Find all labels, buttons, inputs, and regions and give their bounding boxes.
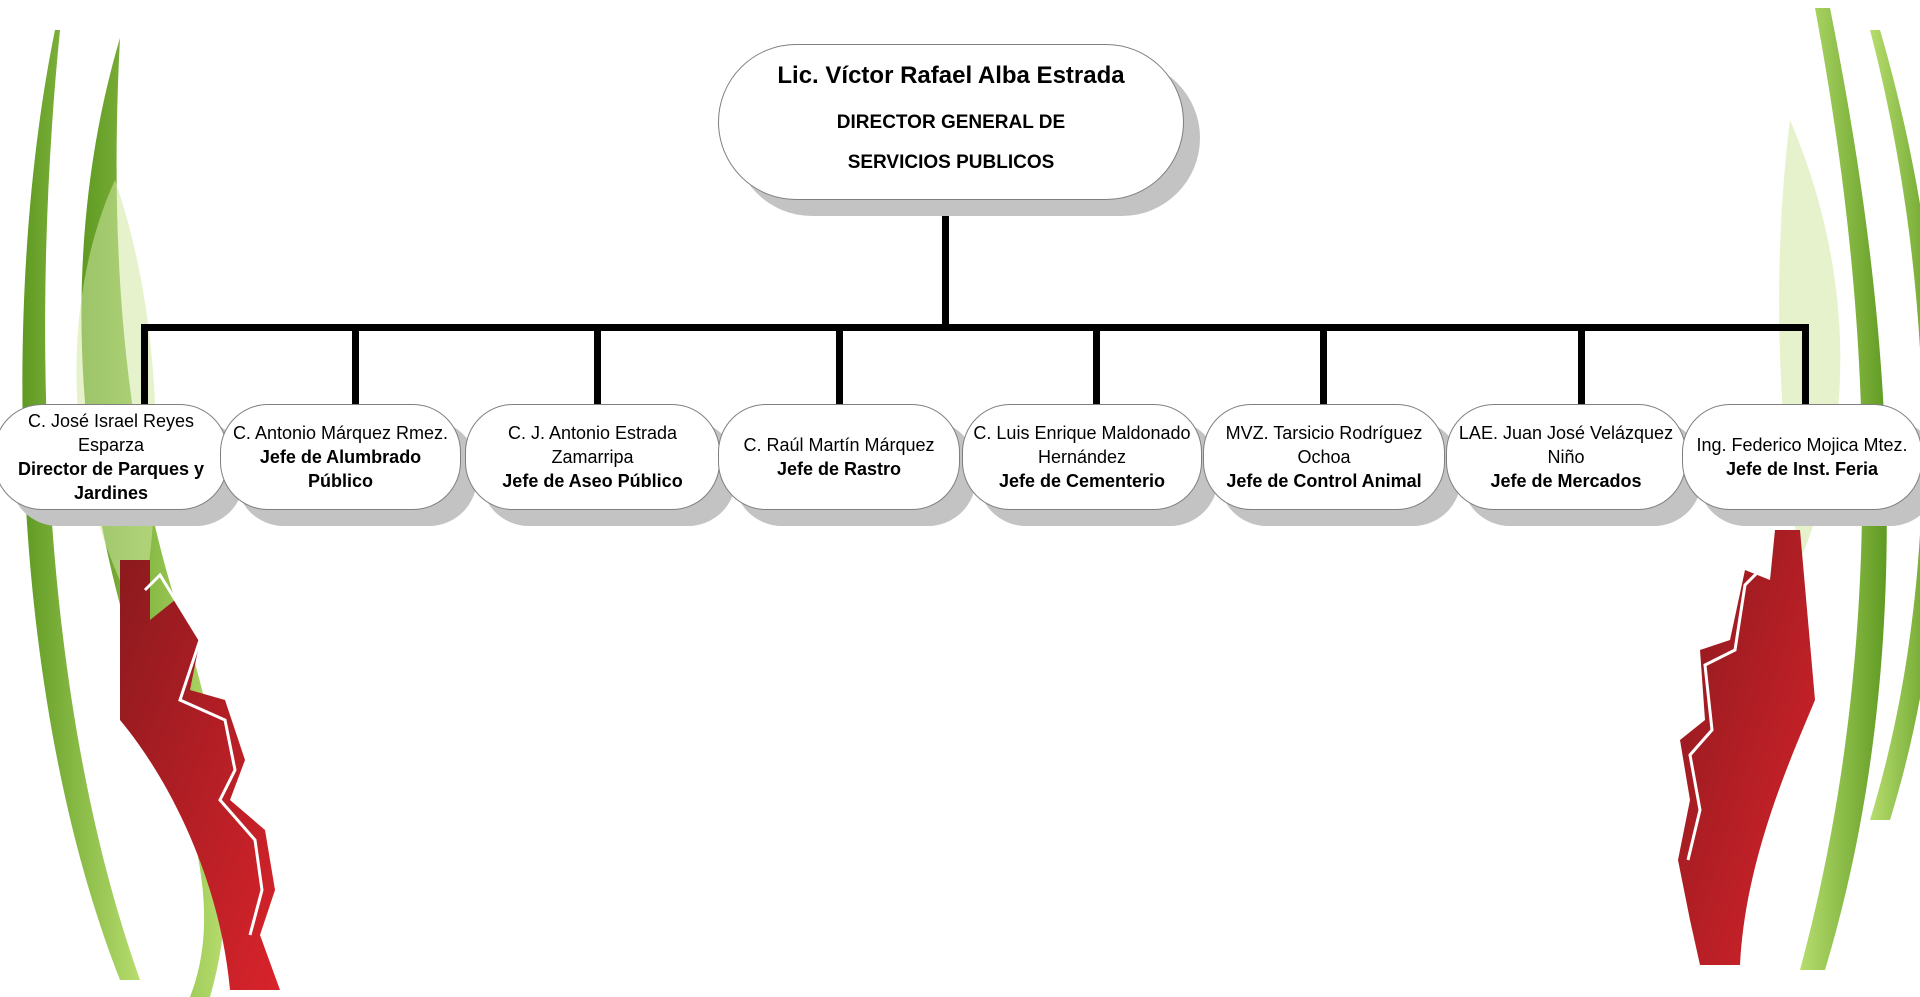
- director-role-line2: SERVICIOS PUBLICOS: [847, 152, 1055, 173]
- director-role-line1: DIRECTOR GENERAL DE: [836, 112, 1066, 133]
- director-connector: [942, 208, 949, 328]
- unit-name: C. Antonio Márquez Rmez.: [232, 423, 449, 443]
- unit-role: Jefe de Inst. Feria: [1725, 459, 1879, 479]
- unit-name: C. José Israel Reyes Esparza: [27, 411, 195, 455]
- branch-connector: [141, 324, 148, 406]
- unit-name: MVZ. Tarsicio Rodríguez Ochoa: [1225, 423, 1423, 467]
- unit-name: C. Raúl Martín Márquez: [743, 435, 935, 455]
- horizontal-bus: [141, 324, 1809, 331]
- left-gear-decoration: [120, 560, 280, 990]
- director-node: Lic. Víctor Rafael Alba Estrada DIRECTOR…: [718, 44, 1184, 200]
- unit-role: Jefe de Cementerio: [998, 471, 1166, 491]
- unit-node-aseo: C. J. Antonio Estrada Zamarripa Jefe de …: [465, 404, 720, 510]
- unit-role: Director de Parques y Jardines: [17, 459, 205, 503]
- director-name: Lic. Víctor Rafael Alba Estrada: [777, 62, 1125, 89]
- unit-node-rastro: C. Raúl Martín Márquez Jefe de Rastro: [718, 404, 960, 510]
- unit-name: Ing. Federico Mojica Mtez.: [1696, 435, 1908, 455]
- branch-connector: [836, 324, 843, 406]
- unit-role: Jefe de Mercados: [1490, 471, 1642, 491]
- unit-node-parques: C. José Israel Reyes Esparza Director de…: [0, 404, 228, 510]
- unit-role: Jefe de Aseo Público: [502, 471, 683, 491]
- unit-node-control-animal: MVZ. Tarsicio Rodríguez Ochoa Jefe de Co…: [1203, 404, 1445, 510]
- unit-name: C. J. Antonio Estrada Zamarripa: [507, 423, 678, 467]
- branch-connector: [352, 324, 359, 406]
- branch-connector: [1578, 324, 1585, 406]
- left-leaf-decoration: [22, 30, 227, 997]
- unit-name: C. Luis Enrique Maldonado Hernández: [973, 423, 1191, 467]
- unit-role: Jefe de Rastro: [776, 459, 902, 479]
- unit-node-cementerio: C. Luis Enrique Maldonado Hernández Jefe…: [962, 404, 1202, 510]
- unit-name: LAE. Juan José Velázquez Niño: [1458, 423, 1674, 467]
- right-gear-decoration: [1678, 530, 1815, 965]
- branch-connector: [594, 324, 601, 406]
- branch-connector: [1320, 324, 1327, 406]
- branch-connector: [1802, 324, 1809, 406]
- unit-node-alumbrado: C. Antonio Márquez Rmez. Jefe de Alumbra…: [220, 404, 461, 510]
- unit-role: Jefe de Alumbrado Público: [259, 447, 422, 491]
- unit-role: Jefe de Control Animal: [1226, 471, 1422, 491]
- unit-node-feria: Ing. Federico Mojica Mtez. Jefe de Inst.…: [1682, 404, 1920, 510]
- branch-connector: [1093, 324, 1100, 406]
- unit-node-mercados: LAE. Juan José Velázquez Niño Jefe de Me…: [1446, 404, 1686, 510]
